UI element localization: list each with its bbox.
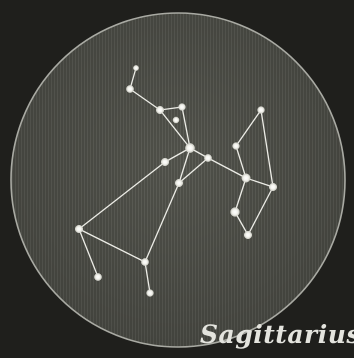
star-s7: [161, 158, 169, 166]
star-s3: [156, 106, 164, 114]
star-s1: [133, 65, 138, 70]
star-s13: [269, 183, 277, 191]
star-s9: [175, 179, 183, 187]
star-s15: [244, 231, 252, 239]
star-s19: [147, 290, 154, 297]
star-s10: [258, 107, 265, 114]
star-s12: [242, 174, 250, 182]
star-s17: [94, 273, 101, 280]
star-s18: [141, 258, 148, 265]
constellation-name-label: Sagittarius: [200, 320, 354, 349]
star-s2: [126, 85, 133, 92]
star-s5: [173, 117, 179, 123]
star-s6: [185, 143, 194, 152]
star-s8: [204, 154, 211, 161]
star-s14: [231, 208, 240, 217]
star-s4: [179, 104, 186, 111]
star-s16: [75, 225, 83, 233]
star-s11: [233, 143, 240, 150]
